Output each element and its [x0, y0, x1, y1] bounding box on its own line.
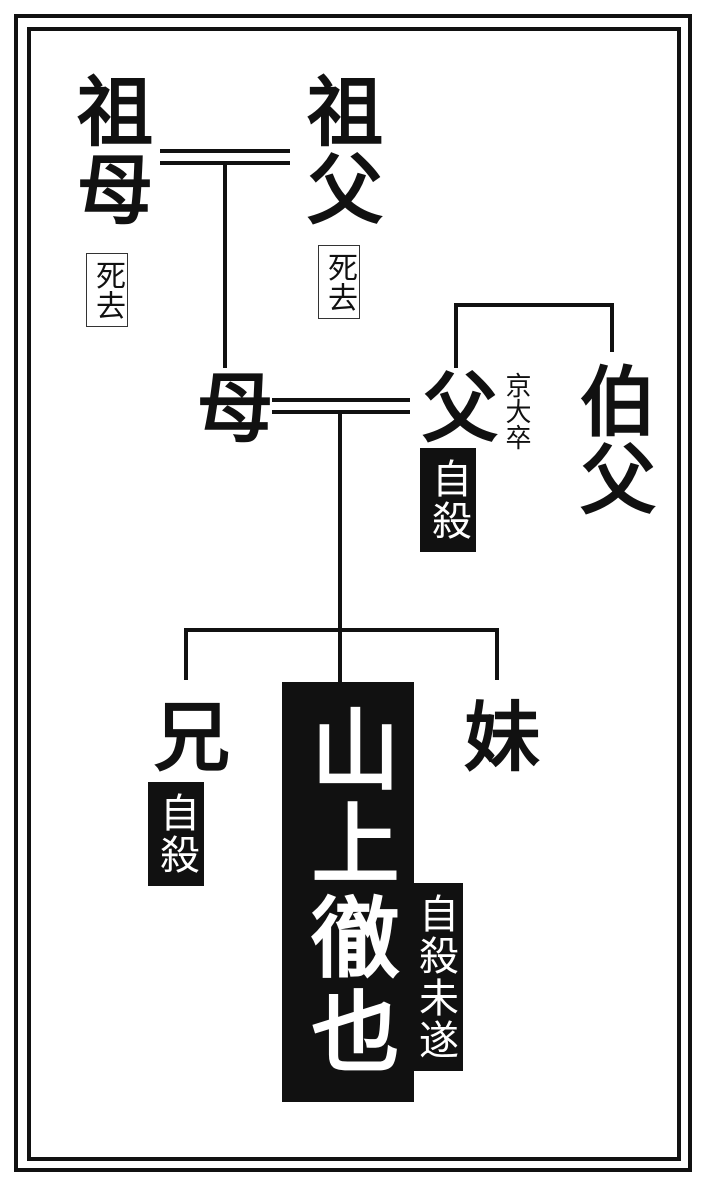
subject-name: 山上徹也 [282, 682, 414, 1102]
father-education-note: 京大卒 [501, 372, 531, 450]
father-uncle-sibling-bracket [454, 303, 614, 368]
mother-label: 母 [184, 368, 273, 446]
children-bracket [184, 628, 499, 680]
uncle-label: 伯父 [567, 362, 656, 518]
outer-frame [14, 14, 692, 1172]
grandfather-status-badge: 死去 [318, 245, 360, 319]
father-label: 父 [409, 368, 498, 446]
father-status-badge: 自殺 [420, 448, 476, 552]
sister-label: 妹 [451, 697, 540, 775]
grandfather-label: 祖父 [294, 72, 383, 228]
grandmother-status-badge: 死去 [86, 253, 128, 327]
inner-frame [27, 27, 681, 1161]
grandmother-label: 祖母 [64, 72, 153, 228]
brother-status-badge: 自殺 [148, 782, 204, 886]
subject-status-badge: 自殺未遂 [407, 883, 463, 1071]
brother-label: 兄 [141, 697, 230, 775]
